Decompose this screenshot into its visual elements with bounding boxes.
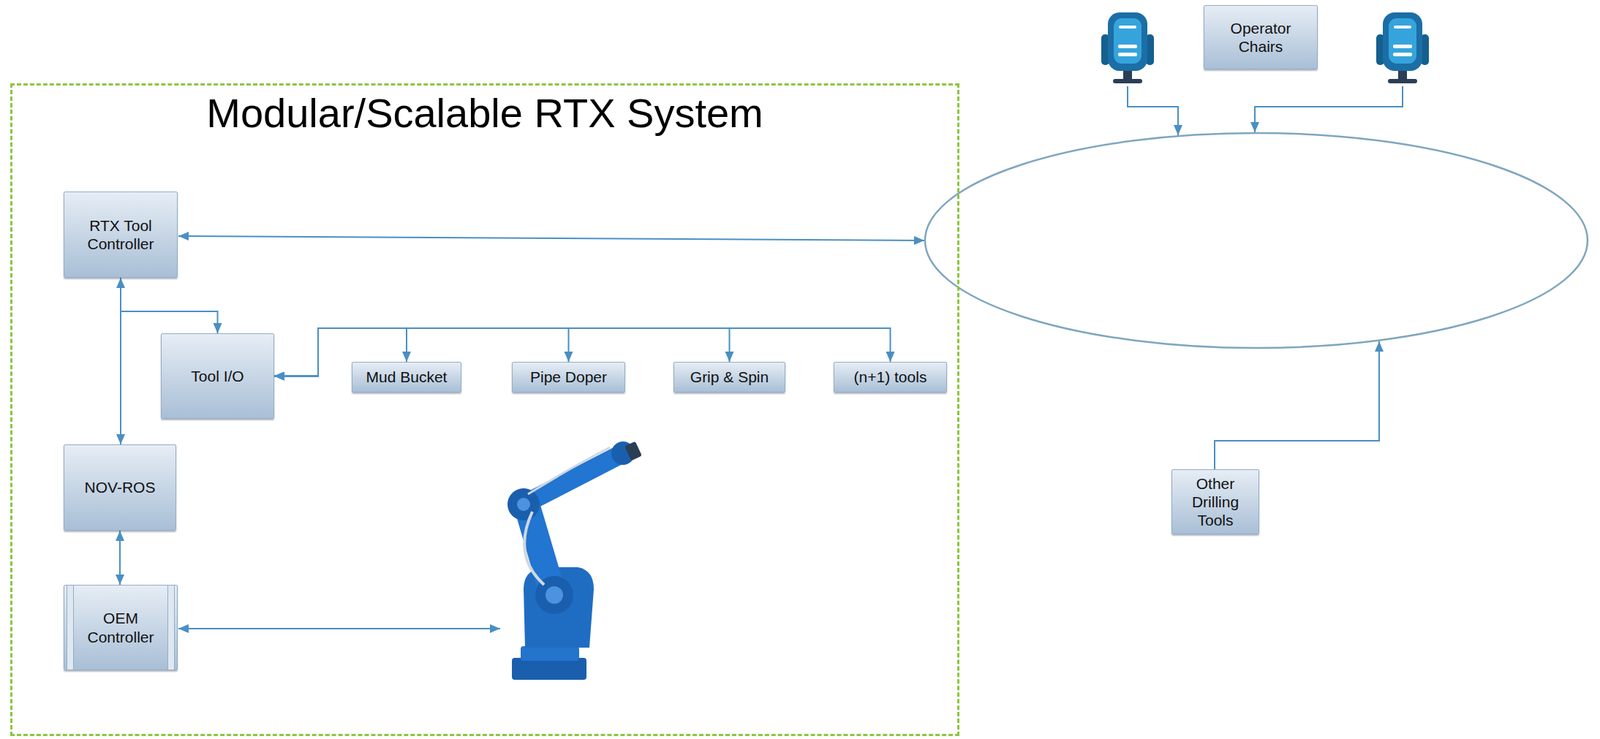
- box-label: OEM Controller: [70, 609, 172, 646]
- robot-base: [511, 658, 587, 681]
- process-box: Tool I/O: [160, 333, 275, 420]
- chair-stripe: [1393, 25, 1412, 29]
- robot-upper-arm: [523, 454, 621, 505]
- chair-icon: [1376, 12, 1429, 84]
- link-arrow: [178, 236, 925, 241]
- network-ellipse: [925, 133, 1588, 349]
- tool-box: Grip & Spin: [673, 361, 786, 393]
- chair-stem: [1398, 70, 1407, 80]
- link-arrow: [1127, 86, 1179, 136]
- box-label: NOV-ROS: [84, 478, 156, 497]
- connector-arrow: [119, 277, 122, 445]
- label-box: Operator Chairs: [1203, 5, 1318, 70]
- chair-stripe: [1393, 44, 1413, 49]
- link-arrow: [178, 628, 501, 630]
- chair-panel: [1113, 18, 1142, 64]
- robot-shoulder-cap: [545, 586, 564, 605]
- box-label: RTX Tool Controller: [70, 216, 172, 254]
- tool-box: (n+1) tools: [833, 361, 947, 393]
- robot-flange: [624, 441, 643, 462]
- connector-arrow: [274, 328, 730, 377]
- robot-elbow: [507, 488, 540, 521]
- chair-stripe: [1118, 52, 1138, 57]
- chair-panel: [1388, 18, 1417, 64]
- robot-cable: [524, 511, 545, 586]
- box-label: Tool I/O: [190, 367, 244, 386]
- box-label: Grip & Spin: [690, 367, 769, 387]
- chair-stripe: [1393, 52, 1413, 57]
- chair-back: [1382, 12, 1423, 71]
- box-label: Pipe Doper: [530, 367, 607, 387]
- robot-base-ring: [520, 646, 580, 662]
- connector-arrow: [120, 277, 218, 334]
- robot-arm: [507, 441, 643, 681]
- tool-box: Pipe Doper: [511, 361, 626, 393]
- process-box: NOV-ROS: [63, 444, 177, 531]
- chair-stripe: [1118, 44, 1138, 49]
- chair-base: [1387, 78, 1418, 84]
- system-region: RTX Tool ControllerTool I/O Mud Bucket Pip…: [10, 83, 960, 737]
- chair-stripe: [1118, 25, 1137, 29]
- link-arrow: [1214, 341, 1380, 470]
- chair-stem: [1123, 70, 1132, 80]
- box-label: Mud Bucket: [366, 367, 448, 387]
- process-box: RTX Tool Controller: [63, 191, 178, 278]
- process-box: Other Drilling Tools: [1171, 469, 1260, 535]
- chair-icon: [1101, 12, 1154, 84]
- connector-arrow: [119, 530, 121, 586]
- tool-box: Mud Bucket: [351, 361, 462, 393]
- box-label: Operator Chairs: [1210, 19, 1312, 56]
- chair-base: [1112, 78, 1143, 84]
- link-arrow: [1254, 86, 1403, 133]
- robot-elbow-cap: [517, 497, 531, 512]
- robot-cable: [527, 447, 610, 495]
- box-label: Other Drilling Tools: [1178, 474, 1253, 531]
- controller-box: OEM Controller: [63, 585, 178, 671]
- box-label: (n+1) tools: [854, 367, 928, 387]
- region-title: Modular/Scalable RTX System: [12, 88, 958, 138]
- chair-back: [1107, 12, 1148, 71]
- robot-turntable: [523, 567, 594, 648]
